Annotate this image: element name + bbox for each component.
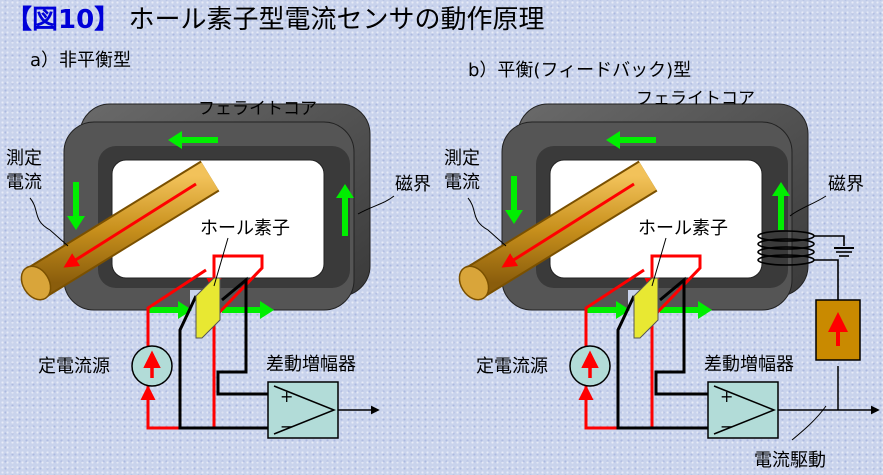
conductor-rod-b: [458, 160, 658, 301]
diff-amplifier-b: + −: [707, 366, 880, 439]
drive-label: 電流駆動: [754, 450, 826, 471]
current-label-b-1: 測定: [444, 148, 480, 169]
amp-label-a: 差動増幅器: [266, 354, 356, 375]
amp-plus-b: +: [720, 387, 733, 406]
leader-field-b: [789, 195, 827, 217]
conductor-rod-a: [20, 160, 220, 301]
figure-number: 【図10】: [6, 5, 121, 35]
current-source-a: [131, 345, 173, 387]
current-source-b: [569, 345, 611, 387]
leader-hall-b: [651, 237, 667, 287]
hall-element-b: [633, 277, 659, 339]
hall-label-a: ホール素子: [200, 218, 290, 239]
panel-a: + − フェライトコア 測定 電流 磁界 ホール素子 定電流源 差動増幅器: [6, 99, 431, 439]
field-label-a: 磁界: [395, 174, 431, 195]
panel-b: + − フェライトコア 測定 電流 磁界 ホール素子 定電流源 差動増幅器 電流…: [444, 89, 880, 471]
ferrite-core-b: [501, 103, 809, 314]
current-label-a-1: 測定: [6, 148, 42, 169]
sense-wires-a: [178, 276, 268, 430]
amp-label-b: 差動増幅器: [704, 354, 794, 375]
panel-a-subtitle: a）非平衡型: [30, 50, 132, 71]
feedback-coil: [757, 230, 854, 300]
diff-amplifier-a: + −: [267, 381, 380, 439]
hall-label-b: ホール素子: [638, 218, 728, 239]
hall-element-a: [195, 277, 221, 339]
leader-hall-a: [213, 237, 229, 287]
field-arrows-a: [67, 131, 354, 319]
figure-title-text: ホール素子型電流センサの動作原理: [128, 5, 545, 35]
field-arrows-b: [505, 131, 790, 319]
core-label-b: フェライトコア: [636, 89, 755, 109]
current-label-a-2: 電流: [6, 172, 42, 193]
source-label-a: 定電流源: [38, 356, 110, 377]
figure-title: 【図10】 ホール素子型電流センサの動作原理: [6, 2, 544, 38]
panel-b-subtitle: b）平衡(フィードバック)型: [468, 60, 692, 81]
current-driver: [815, 299, 861, 361]
source-label-b: 定電流源: [476, 356, 548, 377]
leader-current-b: [467, 197, 507, 247]
field-label-b: 磁界: [828, 174, 864, 195]
amp-minus-a: −: [280, 417, 293, 436]
amp-plus-a: +: [280, 387, 293, 406]
leader-field-a: [357, 195, 395, 215]
leader-drive: [791, 405, 827, 441]
sense-wires-b: [616, 276, 708, 430]
amp-minus-b: −: [720, 417, 733, 436]
core-label-a: フェライトコア: [198, 99, 317, 119]
current-label-b-2: 電流: [444, 172, 480, 193]
leader-current-a: [29, 197, 69, 247]
